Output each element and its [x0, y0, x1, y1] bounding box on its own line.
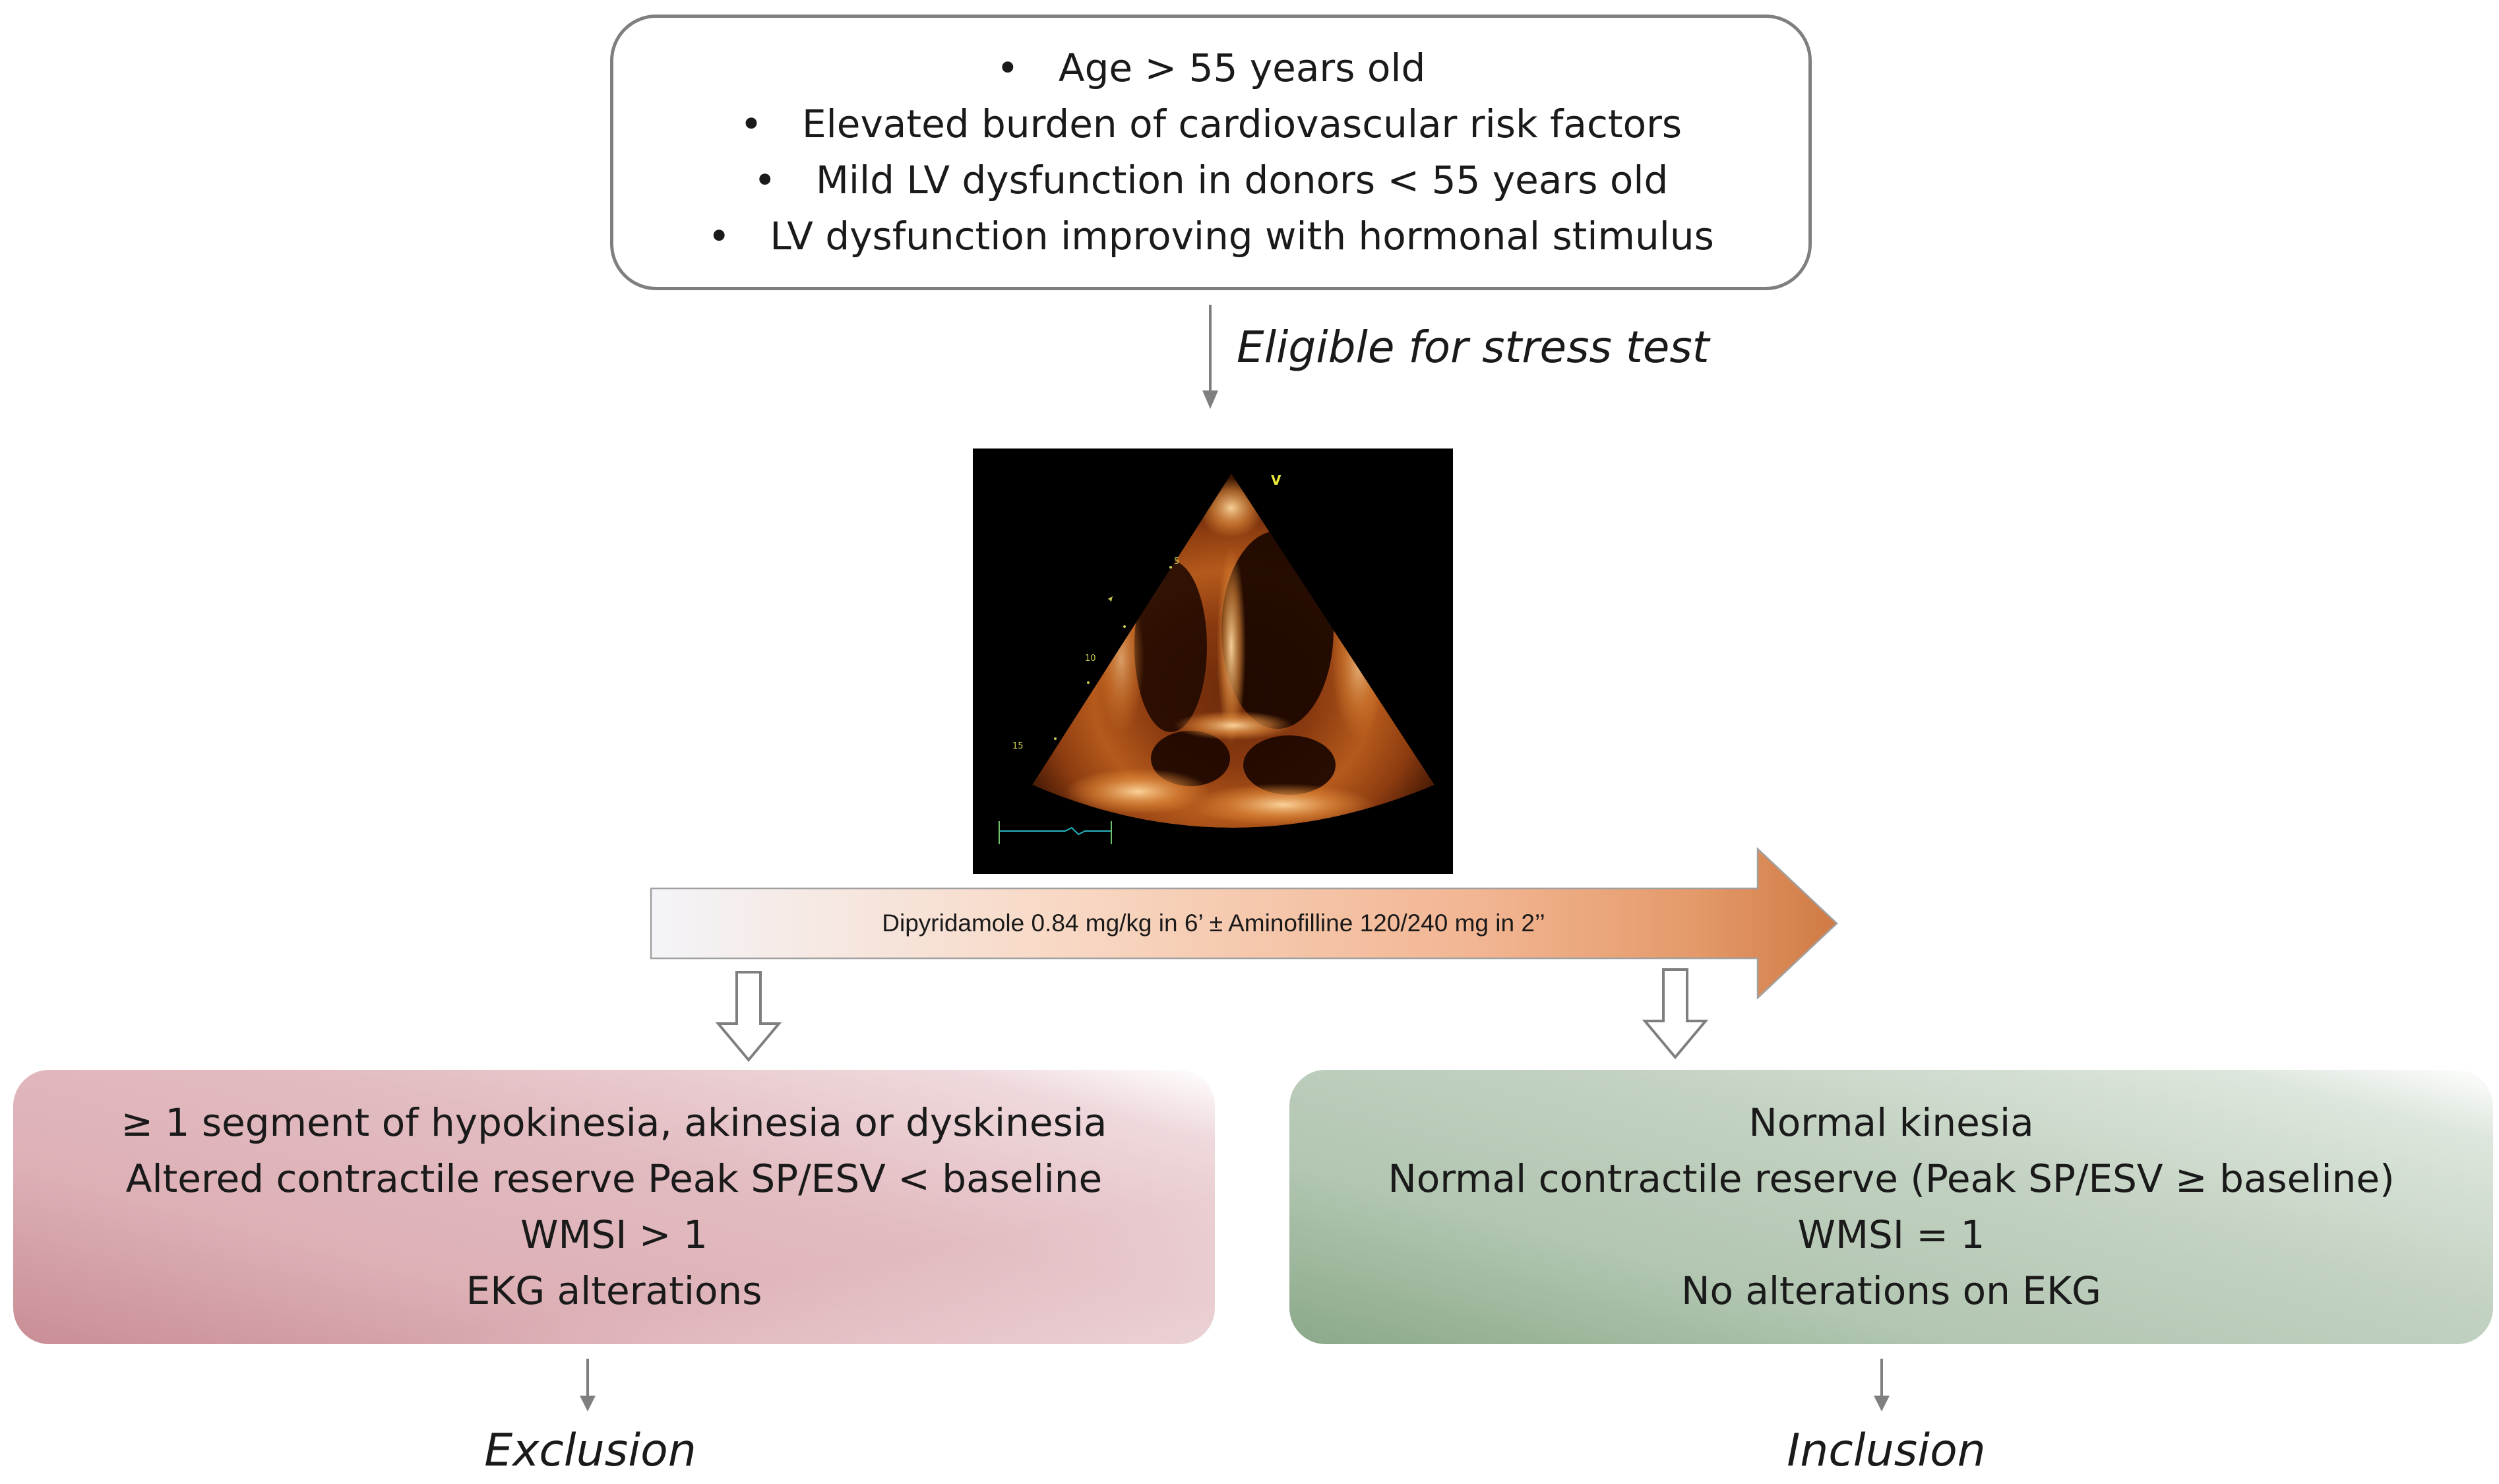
criteria-list: • Age > 55 years old • Elevated burden of …: [708, 40, 1714, 264]
eligible-for-stress-test-label: Eligible for stress test: [1237, 322, 1710, 373]
bullet-icon: •: [753, 158, 776, 202]
criteria-item: • Age > 55 years old: [708, 40, 1714, 96]
exclusion-criteria-box: ≥ 1 segment of hypokinesia, akinesia or …: [13, 1070, 1215, 1344]
inclusion-line: Normal contractile reserve (Peak SP/ESV …: [1388, 1156, 2395, 1201]
criteria-item: • LV dysfunction improving with hormonal …: [708, 208, 1714, 264]
criteria-item: • Elevated burden of cardiovascular risk …: [708, 96, 1714, 152]
eligibility-criteria-box: • Age > 55 years old • Elevated burden of …: [610, 15, 1812, 290]
exclusion-line: Altered contractile reserve Peak SP/ESV …: [125, 1156, 1103, 1201]
bullet-icon: •: [708, 214, 731, 259]
inclusion-label: Inclusion: [1787, 1425, 1986, 1477]
exclusion-line: ≥ 1 segment of hypokinesia, akinesia or …: [121, 1100, 1107, 1145]
criteria-item-text: Mild LV dysfunction in donors < 55 years…: [815, 158, 1669, 202]
inclusion-line: No alterations on EKG: [1681, 1268, 2101, 1313]
bullet-icon: •: [739, 102, 763, 146]
criteria-item-text: Age > 55 years old: [1058, 46, 1426, 90]
arrow-down-icon: [1874, 1359, 1890, 1411]
criteria-item-text: Elevated burden of cardiovascular risk f…: [802, 102, 1682, 146]
bullet-icon: •: [996, 46, 1019, 90]
criteria-item: • Mild LV dysfunction in donors < 55 year…: [708, 152, 1714, 208]
echocardiogram-image: 5 10 15 V: [973, 448, 1453, 874]
arrow-down-icon: [1202, 305, 1218, 409]
hollow-arrow-down-icon: [1642, 968, 1708, 1060]
inclusion-criteria-box: Normal kinesia Normal contractile reserv…: [1289, 1070, 2493, 1344]
protocol-label: Dipyridamole 0.84 mg/kg in 6’ ± Aminofil…: [882, 910, 1545, 937]
inclusion-line: Normal kinesia: [1748, 1100, 2034, 1145]
criteria-item-text: LV dysfunction improving with hormonal s…: [770, 214, 1714, 259]
scale-mark-5: 5: [1174, 557, 1179, 567]
inclusion-line: WMSI = 1: [1797, 1212, 1985, 1257]
hollow-arrow-down-icon: [716, 971, 782, 1063]
exclusion-label: Exclusion: [484, 1425, 696, 1477]
probe-marker: V: [1271, 472, 1281, 488]
scale-mark-15: 15: [1012, 741, 1024, 751]
protocol-arrow: [650, 848, 1838, 999]
exclusion-line: EKG alterations: [466, 1268, 762, 1313]
arrow-down-icon: [580, 1359, 596, 1411]
exclusion-line: WMSI > 1: [520, 1212, 708, 1257]
scale-mark-10: 10: [1085, 654, 1096, 664]
